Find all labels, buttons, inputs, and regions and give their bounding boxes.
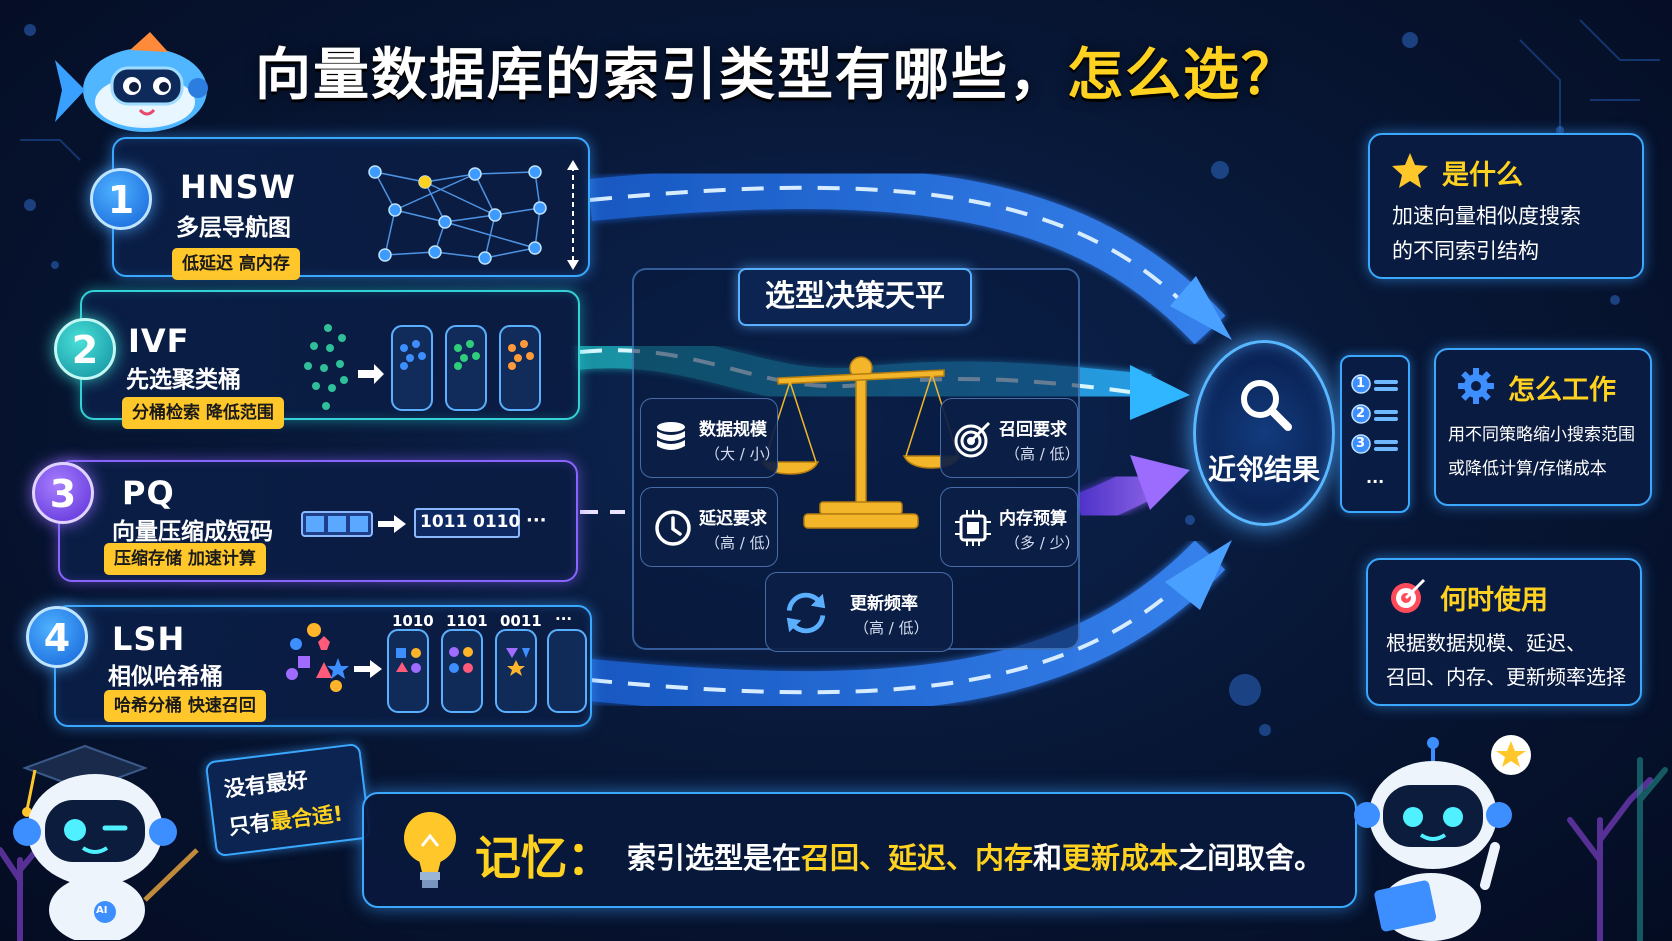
decision-title: 选型决策天平 <box>738 268 972 326</box>
database-icon <box>657 422 685 450</box>
factor-recall: 召回要求 （高 / 低） <box>940 398 1080 478</box>
chip-icon <box>955 510 991 546</box>
rank-3: 3 <box>1356 436 1366 451</box>
ai-badge: AI <box>96 905 108 916</box>
info-card-how: 怎么工作 用不同策略缩小搜索范围 或降低计算/存储成本 <box>1434 348 1652 506</box>
lsh-hash-1: 1010 <box>392 612 434 630</box>
lsh-hash-3: 0011 <box>500 612 542 630</box>
info-line: 根据数据规模、延迟、 <box>1386 631 1586 655</box>
method-name-ivf: IVF <box>128 322 190 360</box>
target-icon <box>1391 578 1426 613</box>
pq-code-more: ··· <box>526 510 547 531</box>
refresh-icon <box>786 592 826 634</box>
factor-label: 召回要求 <box>999 420 1067 440</box>
ranked-list-icon <box>1351 374 1398 454</box>
info-line: 的不同索引结构 <box>1392 239 1539 263</box>
balance-scale-icon <box>760 356 960 529</box>
factor-label: 更新频率 <box>850 594 918 614</box>
page-title: 向量数据库的索引类型有哪些，怎么选？ <box>255 43 1299 108</box>
factor-value: （高 / 低） <box>854 619 929 637</box>
factor-label: 延迟要求 <box>699 509 767 529</box>
method-subtitle-lsh: 相似哈希桶 <box>108 664 223 690</box>
star-icon <box>1392 153 1428 188</box>
factor-value: （高 / 低） <box>1005 445 1080 463</box>
info-card-what: 是什么 加速向量相似度搜索 的不同索引结构 <box>1368 133 1644 279</box>
method-subtitle-hnsw: 多层导航图 <box>176 215 291 241</box>
factor-data-scale: 数据规模 （大 / 小） <box>640 398 780 478</box>
clock-icon <box>655 510 691 546</box>
info-title: 怎么工作 <box>1508 375 1616 406</box>
factor-value: （多 / 少） <box>1005 534 1080 552</box>
method-number-2: 2 <box>54 318 116 380</box>
factor-label: 数据规模 <box>699 420 767 440</box>
rank-2: 2 <box>1356 406 1366 421</box>
method-name-lsh: LSH <box>112 620 186 658</box>
magnifier-icon <box>1241 380 1292 431</box>
method-number-1: 1 <box>90 168 152 230</box>
info-line: 加速向量相似度搜索 <box>1392 204 1581 228</box>
method-tag-pq: 压缩存储 加速计算 <box>104 543 266 575</box>
pq-code-1: 1011 <box>420 512 468 532</box>
factor-value: （高 / 低） <box>705 534 780 552</box>
pq-code-box <box>414 508 520 538</box>
info-title: 何时使用 <box>1440 585 1548 616</box>
method-tag-lsh: 哈希分桶 快速召回 <box>104 690 266 722</box>
info-line: 用不同策略缩小搜索范围 <box>1448 425 1635 445</box>
target-icon <box>954 421 991 458</box>
gear-icon <box>1458 368 1494 404</box>
factor-update-frequency: 更新频率 （高 / 低） <box>765 572 953 652</box>
graph-network-icon <box>368 160 579 270</box>
info-line: 或降低计算/存储成本 <box>1448 459 1607 479</box>
result-label: 近邻结果 <box>1207 453 1320 486</box>
lightbulb-icon <box>404 812 456 888</box>
method-tag-hnsw: 低延迟 高内存 <box>172 248 300 280</box>
method-subtitle-pq: 向量压缩成短码 <box>112 519 273 545</box>
tablet-robot-mascot <box>1354 735 1531 941</box>
factor-label: 内存预算 <box>999 509 1067 529</box>
lsh-hash-more: ··· <box>555 610 573 628</box>
graduate-robot-mascot <box>13 744 199 940</box>
vector-blocks-icon <box>301 511 406 537</box>
rank-more: ··· <box>1366 472 1385 491</box>
method-number-4: 4 <box>26 606 88 668</box>
cluster-buckets-icon <box>304 324 541 411</box>
nearest-neighbor-result <box>1193 340 1335 526</box>
info-title: 是什么 <box>1442 160 1523 191</box>
memory-label: 记忆： <box>475 831 613 885</box>
method-number-3: 3 <box>32 462 94 524</box>
factor-latency: 延迟要求 （高 / 低） <box>640 487 780 567</box>
bubble-line-1: 没有最好 <box>222 767 310 802</box>
factor-value: （大 / 小） <box>705 445 780 463</box>
bubble-line-2: 只有最合适! <box>227 801 345 840</box>
hash-buckets-icon <box>286 623 587 713</box>
method-tag-ivf: 分桶检索 降低范围 <box>122 397 284 429</box>
method-name-pq: PQ <box>122 474 175 512</box>
rank-1: 1 <box>1356 376 1366 391</box>
method-name-hnsw: HNSW <box>180 168 296 206</box>
factor-memory: 内存预算 （多 / 少） <box>940 487 1080 567</box>
memory-text: 索引选型是在召回、延迟、内存和更新成本之间取舍。 <box>627 841 1324 875</box>
speech-bubble: 没有最好 只有最合适! <box>204 742 372 858</box>
info-line: 召回、内存、更新频率选择 <box>1386 665 1626 689</box>
pq-code-2: 0110 <box>473 512 521 532</box>
method-subtitle-ivf: 先选聚类桶 <box>126 367 241 393</box>
fish-mascot <box>55 32 208 132</box>
memory-bar <box>362 792 1357 908</box>
info-card-when: 何时使用 根据数据规模、延迟、 召回、内存、更新频率选择 <box>1366 558 1642 706</box>
lsh-hash-2: 1101 <box>446 612 488 630</box>
